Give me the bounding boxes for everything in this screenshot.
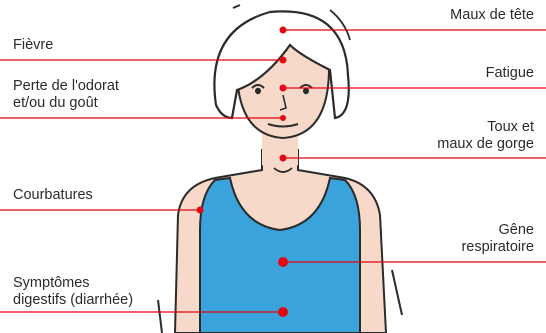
dot-toux [280, 155, 287, 162]
dot-fatigue [280, 85, 287, 92]
label-courbatures: Courbatures [13, 187, 93, 204]
label-toux: Toux et maux de gorge [437, 119, 534, 153]
label-digestifs: Symptômes digestifs (diarrhée) [13, 275, 133, 309]
dot-courbatures [197, 207, 204, 214]
dot-gene [278, 257, 288, 267]
dot-fievre [280, 57, 287, 64]
dot-digestifs [278, 307, 288, 317]
dot-maux-de-tete [280, 27, 287, 34]
label-fatigue: Fatigue [486, 65, 534, 82]
dot-odorat [280, 115, 286, 121]
label-maux-de-tete: Maux de tête [450, 7, 534, 24]
label-odorat: Perte de l'odorat et/ou du goût [13, 78, 119, 112]
label-gene: Gêne respiratoire [461, 222, 534, 256]
label-fievre: Fièvre [13, 37, 53, 54]
